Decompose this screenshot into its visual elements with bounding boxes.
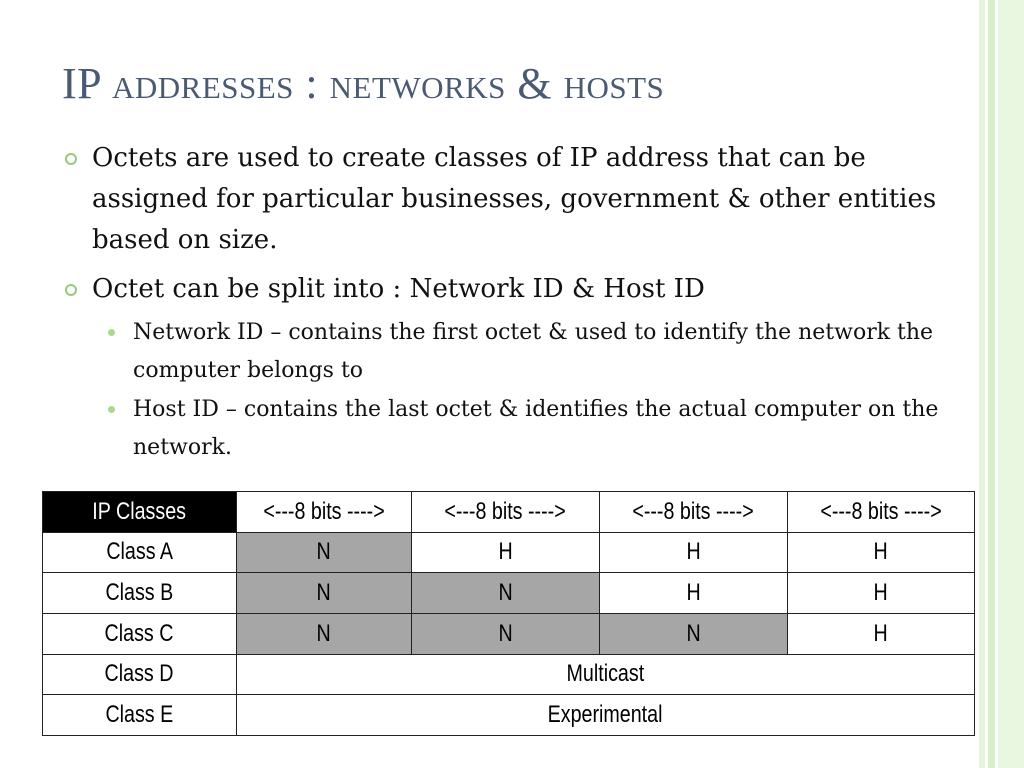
class-label-cell: Class E (42, 694, 237, 736)
host-cell: H (599, 572, 788, 614)
table-row: Class C N N N H (42, 612, 975, 655)
network-cell: N (236, 612, 412, 655)
bullet-list: Octets are used to create classes of IP … (60, 138, 965, 472)
ip-classes-table: IP Classes <---8 bits ----> <---8 bits -… (42, 491, 975, 736)
network-cell: N (599, 612, 788, 655)
table-row: Class E Experimental (42, 694, 975, 736)
table-row: Class B N N H H (42, 572, 975, 614)
header-cell: <---8 bits ----> (787, 491, 975, 533)
class-label-cell: Class C (42, 612, 237, 655)
host-cell: H (787, 572, 975, 614)
bullet-text: Octets are used to create classes of IP … (92, 143, 937, 255)
sub-bullet-text: Host ID – contains the last octet & iden… (133, 397, 939, 460)
sub-bullet-text: Network ID – contains the first octet & … (133, 320, 934, 383)
host-cell: H (411, 531, 600, 574)
dot-bullet-icon (108, 406, 115, 413)
host-cell: H (787, 612, 975, 655)
bullet-item: Octets are used to create classes of IP … (60, 138, 965, 261)
class-label-cell: Class B (42, 572, 237, 614)
dot-bullet-icon (108, 329, 115, 336)
bullet-text: Octet can be split into : Network ID & H… (92, 274, 705, 304)
class-label-cell: Class A (42, 531, 237, 574)
class-label-cell: Class D (42, 653, 237, 696)
decor-stripe (988, 0, 995, 768)
host-cell: H (787, 531, 975, 574)
decor-stripe (985, 0, 988, 768)
slide-title: IP addresses : networks & hosts (62, 59, 665, 108)
network-cell: N (411, 612, 600, 655)
table-row: Class A N H H H (42, 531, 975, 574)
network-cell: N (236, 531, 412, 574)
table-header-row: IP Classes <---8 bits ----> <---8 bits -… (42, 491, 975, 533)
network-cell: N (236, 572, 412, 614)
sub-bullet-item: Host ID – contains the last octet & iden… (60, 391, 965, 467)
sub-bullet-item: Network ID – contains the first octet & … (60, 314, 965, 390)
decor-stripe (998, 0, 1024, 768)
header-cell: <---8 bits ----> (599, 491, 788, 533)
host-cell: H (599, 531, 788, 574)
network-cell: N (411, 572, 600, 614)
header-cell: <---8 bits ----> (236, 491, 412, 533)
decor-stripe (995, 0, 998, 768)
bullet-item: Octet can be split into : Network ID & H… (60, 269, 965, 310)
span-cell: Multicast (236, 653, 975, 696)
ring-bullet-icon (65, 284, 77, 296)
ring-bullet-icon (65, 153, 77, 165)
header-cell: <---8 bits ----> (411, 491, 600, 533)
span-cell: Experimental (236, 694, 975, 736)
header-cell: IP Classes (42, 491, 237, 533)
decor-stripe (979, 0, 985, 768)
table-row: Class D Multicast (42, 653, 975, 696)
